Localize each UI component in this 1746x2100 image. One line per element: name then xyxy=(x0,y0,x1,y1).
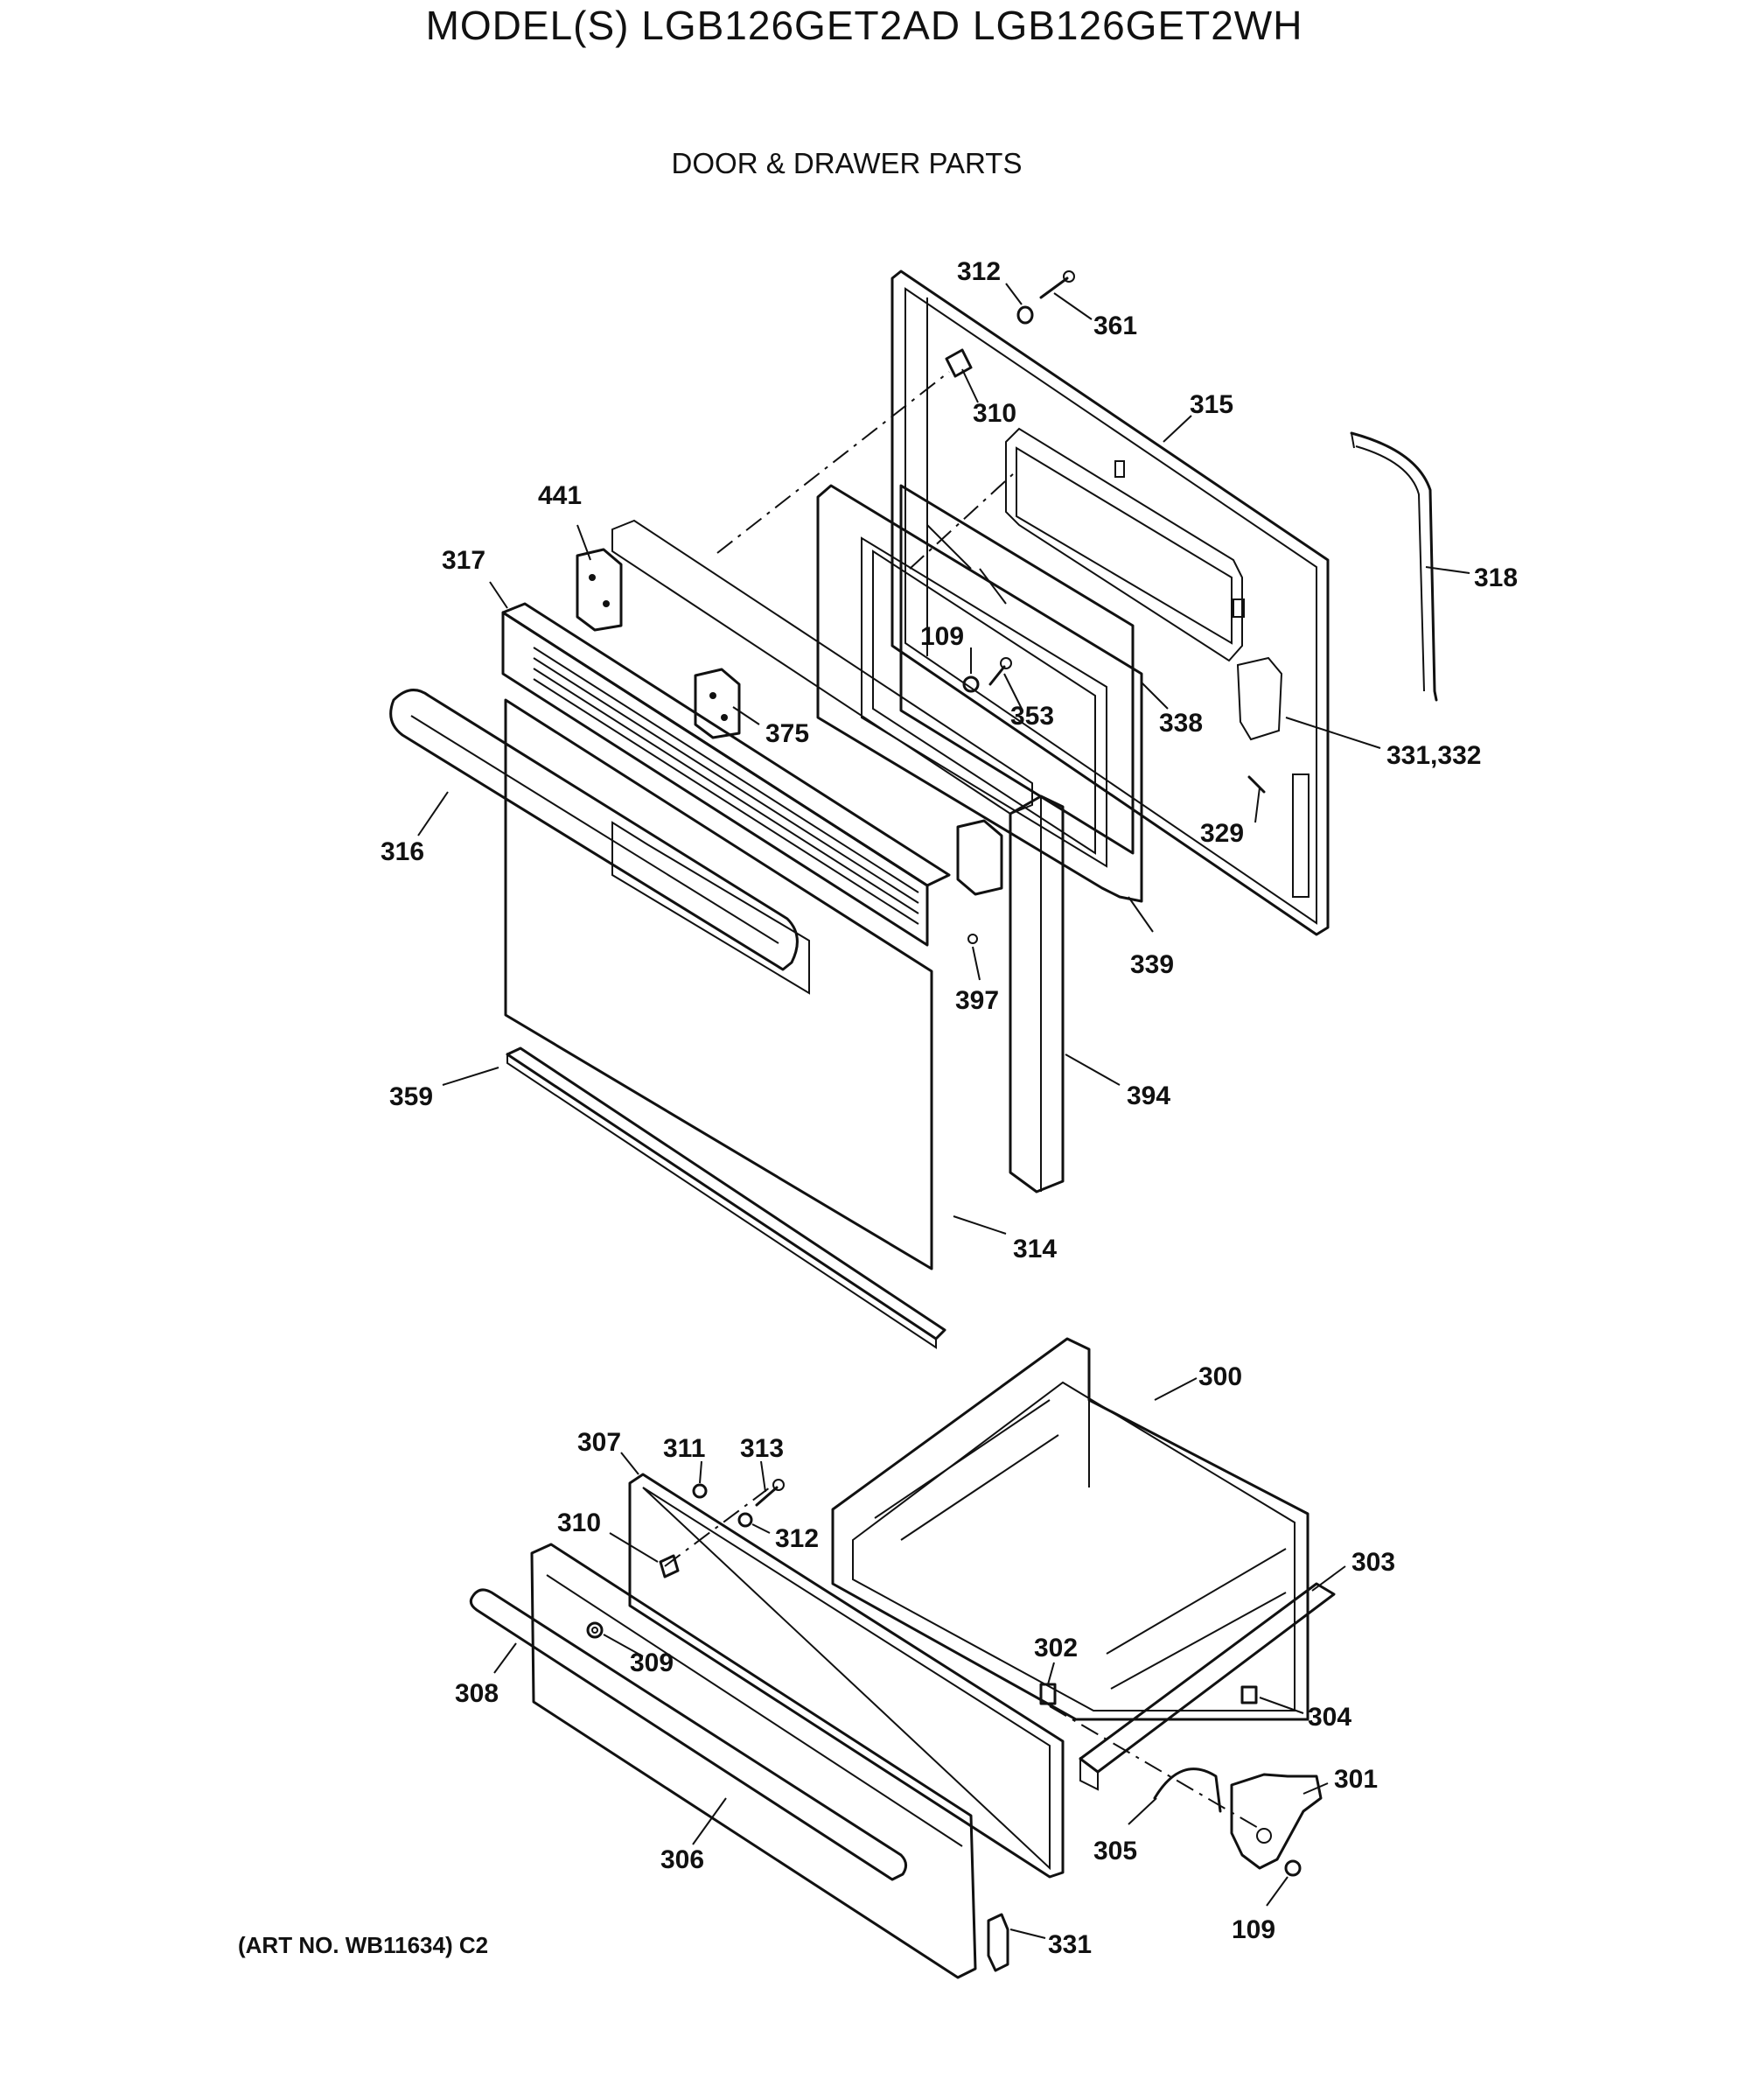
label-394: 394 xyxy=(1127,1082,1170,1110)
screw-353 xyxy=(988,657,1012,686)
label-361: 361 xyxy=(1093,312,1137,340)
door-glass-338 xyxy=(899,484,1135,855)
nut-109-top xyxy=(962,676,980,693)
label-338: 338 xyxy=(1159,709,1203,738)
door-inner-panel-315 xyxy=(890,270,1330,936)
screw-313 xyxy=(755,1479,785,1507)
leader-lines xyxy=(417,283,1470,1939)
assembly-axis-top-1 xyxy=(716,371,950,554)
outer-door-panel-314 xyxy=(504,698,933,1270)
stop-304 xyxy=(1240,1685,1258,1704)
label-397: 397 xyxy=(955,986,999,1015)
hinge-bracket-441 xyxy=(576,548,623,632)
clip-310-bottom xyxy=(659,1554,680,1578)
label-305: 305 xyxy=(1093,1837,1137,1866)
label-303: 303 xyxy=(1351,1548,1395,1577)
art-number: (ART NO. WB11634) C2 xyxy=(238,1932,489,1958)
label-300: 300 xyxy=(1198,1362,1242,1391)
label-312-bottom: 312 xyxy=(775,1524,819,1553)
spring-305 xyxy=(1153,1768,1222,1813)
label-314: 314 xyxy=(1013,1235,1057,1264)
label-109-bottom: 109 xyxy=(1232,1915,1275,1944)
drawer-bracket-331 xyxy=(987,1913,1009,1972)
label-301: 301 xyxy=(1334,1765,1378,1794)
drawer-slide-303 xyxy=(1079,1582,1336,1791)
screw-309 xyxy=(586,1621,604,1639)
label-339: 339 xyxy=(1130,950,1174,979)
hinge-bracket-375 xyxy=(694,668,741,739)
label-309: 309 xyxy=(630,1648,674,1677)
drawer-bracket-301 xyxy=(1230,1773,1323,1870)
label-353: 353 xyxy=(1010,702,1054,731)
label-310-top: 310 xyxy=(973,399,1016,428)
pin-329 xyxy=(1247,775,1266,794)
label-318: 318 xyxy=(1474,564,1518,592)
door-bottom-trim-359 xyxy=(506,1046,946,1349)
door-gasket-318 xyxy=(1350,431,1438,702)
assembly-axis-bottom-1 xyxy=(664,1487,771,1567)
label-109-top: 109 xyxy=(920,622,964,651)
door-side-trim-394 xyxy=(1009,794,1065,1194)
label-441: 441 xyxy=(538,481,582,510)
label-311: 311 xyxy=(663,1434,705,1463)
label-313: 313 xyxy=(740,1434,784,1463)
label-331-332: 331,332 xyxy=(1386,741,1481,770)
label-304: 304 xyxy=(1308,1703,1351,1732)
label-315: 315 xyxy=(1190,390,1233,419)
label-308: 308 xyxy=(455,1679,499,1708)
nut-109-bottom xyxy=(1284,1859,1302,1877)
label-329: 329 xyxy=(1200,819,1244,848)
drawer-handle-308 xyxy=(469,1588,907,1881)
assembly-axis-bottom-2 xyxy=(1049,1705,1261,1830)
drawer-front-306 xyxy=(530,1543,977,1979)
drawer-box-300 xyxy=(831,1337,1310,1721)
screw-397 xyxy=(967,934,978,944)
label-317: 317 xyxy=(442,546,485,575)
washer-312-bottom xyxy=(737,1512,753,1528)
label-310-bottom: 310 xyxy=(557,1508,601,1537)
drawer-front-panel-307 xyxy=(628,1473,1065,1879)
section-title: DOOR & DRAWER PARTS xyxy=(671,147,1023,179)
assembly-axis-top-2 xyxy=(909,472,1016,570)
screw-361 xyxy=(1039,270,1075,299)
label-312-top: 312 xyxy=(957,257,1001,286)
clip-310-top xyxy=(945,348,973,378)
hinge-bracket-right xyxy=(956,819,1003,896)
label-307: 307 xyxy=(577,1428,621,1457)
label-359: 359 xyxy=(389,1082,433,1111)
label-316: 316 xyxy=(381,837,424,866)
label-331: 331 xyxy=(1048,1930,1092,1959)
door-handle-316 xyxy=(389,689,799,971)
label-306: 306 xyxy=(660,1845,704,1874)
label-375: 375 xyxy=(765,719,809,748)
fastener-312-top xyxy=(1016,305,1034,325)
model-title: MODEL(S) LGB126GET2AD LGB126GET2WH xyxy=(425,3,1303,48)
label-302: 302 xyxy=(1034,1634,1078,1662)
nut-311 xyxy=(692,1483,708,1499)
door-top-trim-317 xyxy=(501,519,1033,947)
